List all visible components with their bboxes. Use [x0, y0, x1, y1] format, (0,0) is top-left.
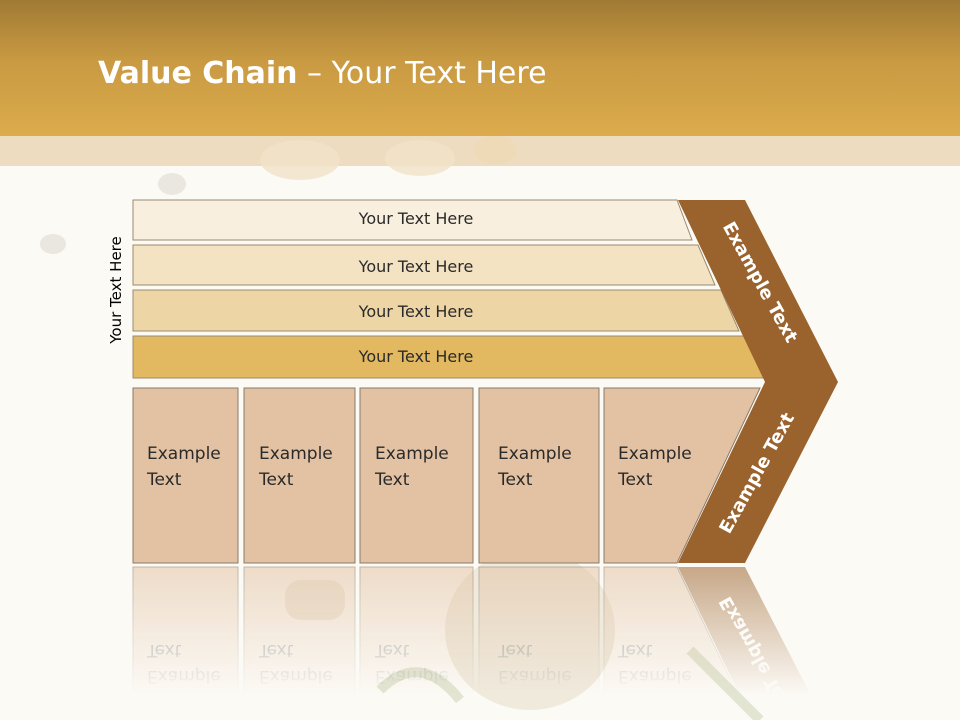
- primary-cell-5-line1: Example: [618, 444, 692, 464]
- primary-cell-3: [359, 387, 474, 564]
- reflection-cell-1: [132, 566, 239, 720]
- primary-cell-2-line1: Example: [259, 444, 333, 464]
- primary-cells: Example Text Example Text Example Text E…: [132, 387, 761, 564]
- primary-cell-3-line1: Example: [375, 444, 449, 464]
- reflection-cell-3-line1: Example: [375, 666, 449, 686]
- support-bar-1: [132, 199, 693, 241]
- primary-cell-2: [243, 387, 356, 564]
- primary-cell-4-line2: Text: [497, 470, 533, 490]
- slide-title: Value Chain – Your Text Here: [98, 56, 547, 91]
- margin-chevron: [678, 200, 838, 563]
- reflection-chevron: [678, 567, 824, 720]
- reflection-cell-3-line2: Text: [374, 640, 410, 660]
- reflection-cell-2-line1: Example: [259, 666, 333, 686]
- support-bar-2: [132, 244, 716, 286]
- primary-cell-5-line2: Text: [617, 470, 653, 490]
- primary-cell-4-line1: Example: [498, 444, 572, 464]
- reflection-cell-5-line2: Text: [617, 640, 653, 660]
- title-rest: – Your Text Here: [297, 56, 547, 91]
- primary-cell-5: [603, 387, 761, 564]
- primary-cell-1: [132, 387, 239, 564]
- support-bars: Your Text Here Your Text Here Your Text …: [132, 199, 765, 379]
- support-bar-2-label: Your Text Here: [358, 257, 474, 276]
- reflection-cell-2-line2: Text: [258, 640, 294, 660]
- support-bar-4-label: Your Text Here: [358, 347, 474, 366]
- reflection-cell-4-line1: Example: [498, 666, 572, 686]
- diagram-reflection: Example Text Example Text Example Text E…: [132, 566, 824, 720]
- title-bold: Value Chain: [98, 56, 298, 91]
- primary-cell-3-line2: Text: [374, 470, 410, 490]
- primary-cell-1-line2: Text: [146, 470, 182, 490]
- reflection-cell-3: [359, 566, 474, 720]
- reflection-cell-4-line2: Text: [497, 640, 533, 660]
- support-bar-3: [132, 289, 740, 332]
- support-bar-1-label: Your Text Here: [358, 209, 474, 228]
- support-bar-3-label: Your Text Here: [358, 302, 474, 321]
- primary-cell-2-line2: Text: [258, 470, 294, 490]
- reflection-cell-1-line2: Text: [146, 640, 182, 660]
- primary-cell-1-line1: Example: [147, 444, 221, 464]
- reflection-cell-5: [603, 566, 751, 720]
- reflection-cell-1-line1: Example: [147, 666, 221, 686]
- reflection-cell-2: [243, 566, 356, 720]
- primary-cell-4: [478, 387, 600, 564]
- reflection-cell-4: [478, 566, 600, 720]
- header-band: [0, 0, 960, 136]
- reflection-cell-5-line1: Example: [618, 666, 692, 686]
